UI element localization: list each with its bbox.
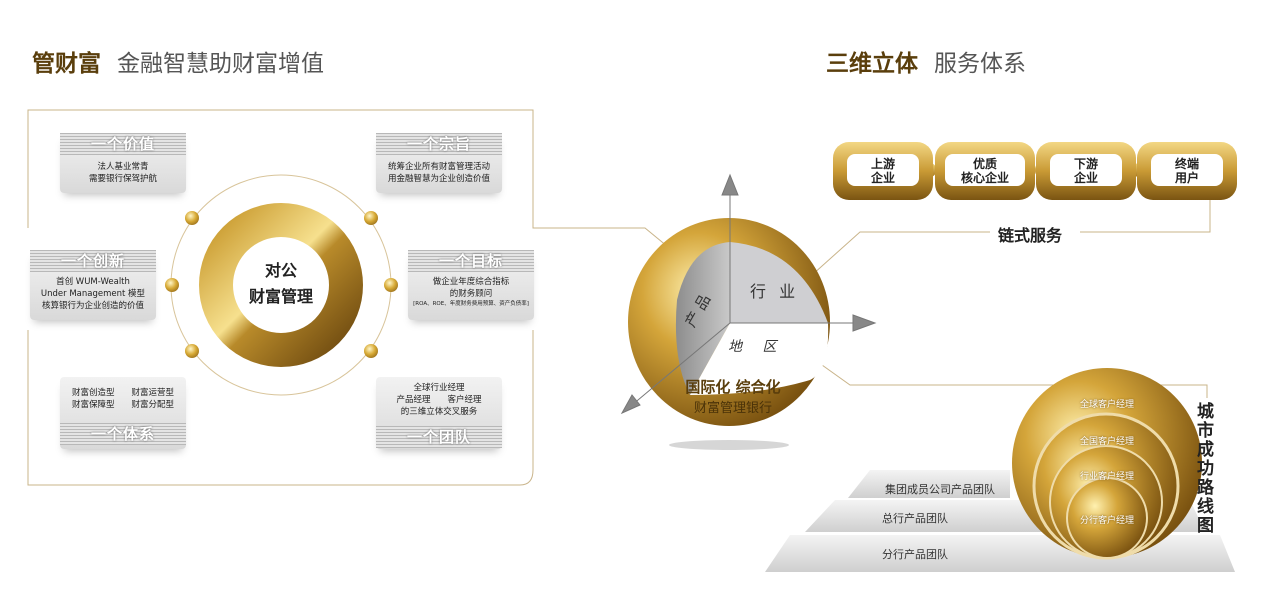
card-line: 统筹企业所有财富管理活动 <box>387 162 490 172</box>
card-title: 一个创新 <box>30 250 156 272</box>
donut-ring <box>199 203 363 367</box>
chain-link-upstream: 上游企业 <box>833 142 933 200</box>
heading-sub: 金融智慧助财富增值 <box>117 51 324 77</box>
card-line: [ROA、ROE、年度财务费用预算、资产负债率] <box>413 301 529 307</box>
gold-dot <box>165 278 179 292</box>
face-region: 地 区 <box>728 339 785 355</box>
card-line: 做企业年度综合指标 <box>432 277 510 287</box>
gold-dot <box>185 211 199 225</box>
link-line: 企业 <box>870 171 895 185</box>
link-line: 上游 <box>870 157 895 171</box>
ring-label: 行业客户经理 <box>1079 472 1134 482</box>
right-heading: 三维立体服务体系 <box>826 44 1026 78</box>
card-purpose: 一个宗旨统筹企业所有财富管理活动用金融智慧为企业创造价值 <box>376 133 502 193</box>
link-line: 用户 <box>1174 171 1199 185</box>
pyramid-tier: 总行产品团队 <box>882 512 948 525</box>
card-line: 需要银行保驾护航 <box>88 174 157 184</box>
card-line: 用金融智慧为企业创造价值 <box>387 174 490 184</box>
roadmap-label: 城市成功路线图 <box>1197 402 1214 536</box>
card-line: 全球行业经理 <box>413 383 465 393</box>
link-line: 企业 <box>1073 171 1098 185</box>
card-line: 的三维立体交叉服务 <box>400 407 478 417</box>
card-value: 一个价值法人基业常青需要银行保驾护航 <box>60 133 186 193</box>
chain-link-core: 优质核心企业 <box>935 142 1035 200</box>
link-line: 优质 <box>972 157 997 171</box>
card-title: 一个团队 <box>376 426 502 448</box>
ring-label: 分行客户经理 <box>1079 516 1134 526</box>
card-goal: 一个目标做企业年度综合指标的财务顾问 [ROA、ROE、年度财务费用预算、资产负债… <box>408 250 534 320</box>
chain-link-downstream: 下游企业 <box>1036 142 1136 200</box>
card-title: 一个体系 <box>60 423 186 445</box>
chain-label: 链式服务 <box>998 226 1063 245</box>
card-line: 法人基业常青 <box>97 162 149 172</box>
pyramid-tier: 分行产品团队 <box>882 548 948 561</box>
card-title: 一个价值 <box>60 133 186 155</box>
gold-dot <box>185 344 199 358</box>
center-line2: 财富管理 <box>248 287 313 306</box>
pyramid-tier: 集团成员公司产品团队 <box>885 483 995 496</box>
card-line: 核算银行为企业创造的价值 <box>41 301 144 311</box>
heading-sub: 服务体系 <box>934 51 1026 77</box>
ring-label: 全球客户经理 <box>1079 400 1134 410</box>
heading-bold: 三维立体 <box>826 51 918 77</box>
center-line1: 对公 <box>264 261 297 280</box>
sphere-caption: 国际化 综合化 <box>685 378 781 396</box>
card-title: 一个宗旨 <box>376 133 502 155</box>
left-heading: 管财富金融智慧助财富增值 <box>32 44 324 78</box>
ring-label: 全国客户经理 <box>1079 437 1134 447</box>
gold-dot <box>364 211 378 225</box>
card-line: 的财务顾问 <box>449 289 493 299</box>
card-title: 一个目标 <box>408 250 534 272</box>
card-line: 首创 WUM-Wealth <box>56 277 130 287</box>
face-industry: 行 业 <box>750 282 800 301</box>
chain-link-end-user: 终端用户 <box>1137 142 1237 200</box>
card-team: 全球行业经理产品经理 客户经理的三维立体交叉服务一个团队 <box>376 377 502 449</box>
card-line: 产品经理 客户经理 <box>396 395 482 405</box>
link-line: 下游 <box>1073 157 1098 171</box>
heading-bold: 管财富 <box>32 51 101 77</box>
gold-dot <box>384 278 398 292</box>
card-system: 财富创造型 财富运营型财富保障型 财富分配型一个体系 <box>60 377 186 449</box>
link-line: 核心企业 <box>960 171 1009 185</box>
card-line: 财富保障型 财富分配型 <box>71 400 174 410</box>
sphere-subcaption: 财富管理银行 <box>693 401 772 416</box>
card-line: 财富创造型 财富运营型 <box>71 388 174 398</box>
gold-dot <box>364 344 378 358</box>
center-label: 对公 财富管理 <box>241 258 321 310</box>
link-line: 终端 <box>1174 157 1199 171</box>
card-line: Under Management 模型 <box>40 289 146 299</box>
